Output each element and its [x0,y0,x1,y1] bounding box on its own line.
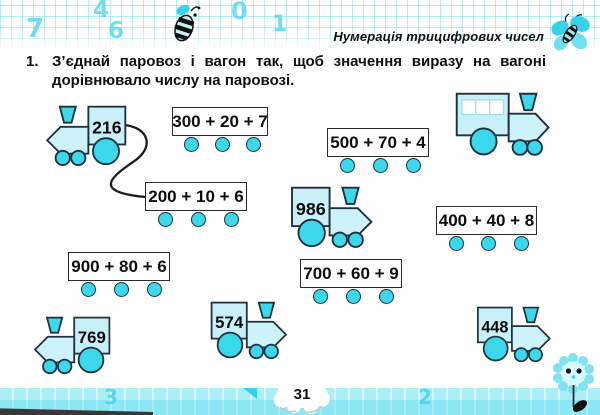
locomotive-986: 986 [290,186,376,250]
butterfly-icon [551,13,590,51]
wagon-expression: 900 + 80 + 6 [68,252,170,281]
cab-window [461,99,505,116]
locomotive-number: 986 [296,199,326,219]
wagon-wheel [513,236,529,251]
background-digit: 7 [26,14,45,44]
wagon-expression: 400 + 40 + 8 [436,206,537,235]
background-digit: 4 [93,0,110,23]
wagon-wheel [345,289,361,304]
triangle-decoration [243,388,257,399]
page-header-title: Нумерація трицифрових чисел [333,29,544,44]
wagon-wheel [190,212,206,227]
wagon-wheel [449,236,465,251]
page-number: 31 [293,386,311,403]
locomotive-216: 216 [43,105,127,168]
wagon-wheel [158,212,174,227]
task-text-line1: З’єднай паровоз і вагон так, щоб значенн… [52,53,546,70]
background-digit: 2 [418,385,432,409]
locomotive-769: 769 [31,316,111,376]
flower-icon [553,353,594,412]
wagon-wheel [245,137,261,152]
wagon-wheel [340,158,356,173]
wagon: 200 + 10 + 6 [145,182,247,228]
wagon-wheel [81,282,97,297]
wagon-wheel [223,212,239,227]
wagon: 900 + 80 + 6 [68,252,170,298]
page-number-cloud: 31 [270,380,334,414]
wagon-wheel [215,137,231,152]
wagon-wheel [146,282,162,297]
graph-paper-band [0,0,600,50]
locomotive-number: 448 [481,318,508,336]
task-number: 1. [26,53,39,70]
wagon-wheel [372,158,388,173]
locomotive-number: 574 [215,313,244,332]
background-digit: 1 [272,12,288,37]
wagon-wheel [378,289,394,304]
task-text-line2: дорівнювало числу на паровозі. [52,72,295,89]
background-digit: 3 [104,385,118,409]
background-digit: 0 [231,0,248,25]
wagon-expression: 500 + 70 + 4 [327,128,429,157]
bee-icon [174,4,201,42]
locomotive-number: 769 [78,328,106,347]
locomotive-number: 216 [92,118,122,138]
wagon-wheel [113,282,129,297]
wagon-wheel [313,289,329,304]
wagon: 700 + 60 + 9 [300,259,402,305]
wagon: 300 + 20 + 7 [172,107,268,153]
wagon-expression: 700 + 60 + 9 [300,259,402,288]
wagon-wheel [184,137,200,152]
background-digit: 6 [108,18,125,44]
locomotive-windows [455,92,552,157]
page-corner-shadow [0,408,153,415]
wagon: 500 + 70 + 4 [327,128,429,174]
wagon-wheel [405,158,421,173]
wagon-expression: 300 + 20 + 7 [172,107,268,136]
wagon: 400 + 40 + 8 [436,206,537,252]
wagon-expression: 200 + 10 + 6 [145,182,247,211]
wagon-wheel [481,236,497,251]
locomotive-448: 448 [476,306,554,364]
locomotive-574: 574 [210,301,290,361]
